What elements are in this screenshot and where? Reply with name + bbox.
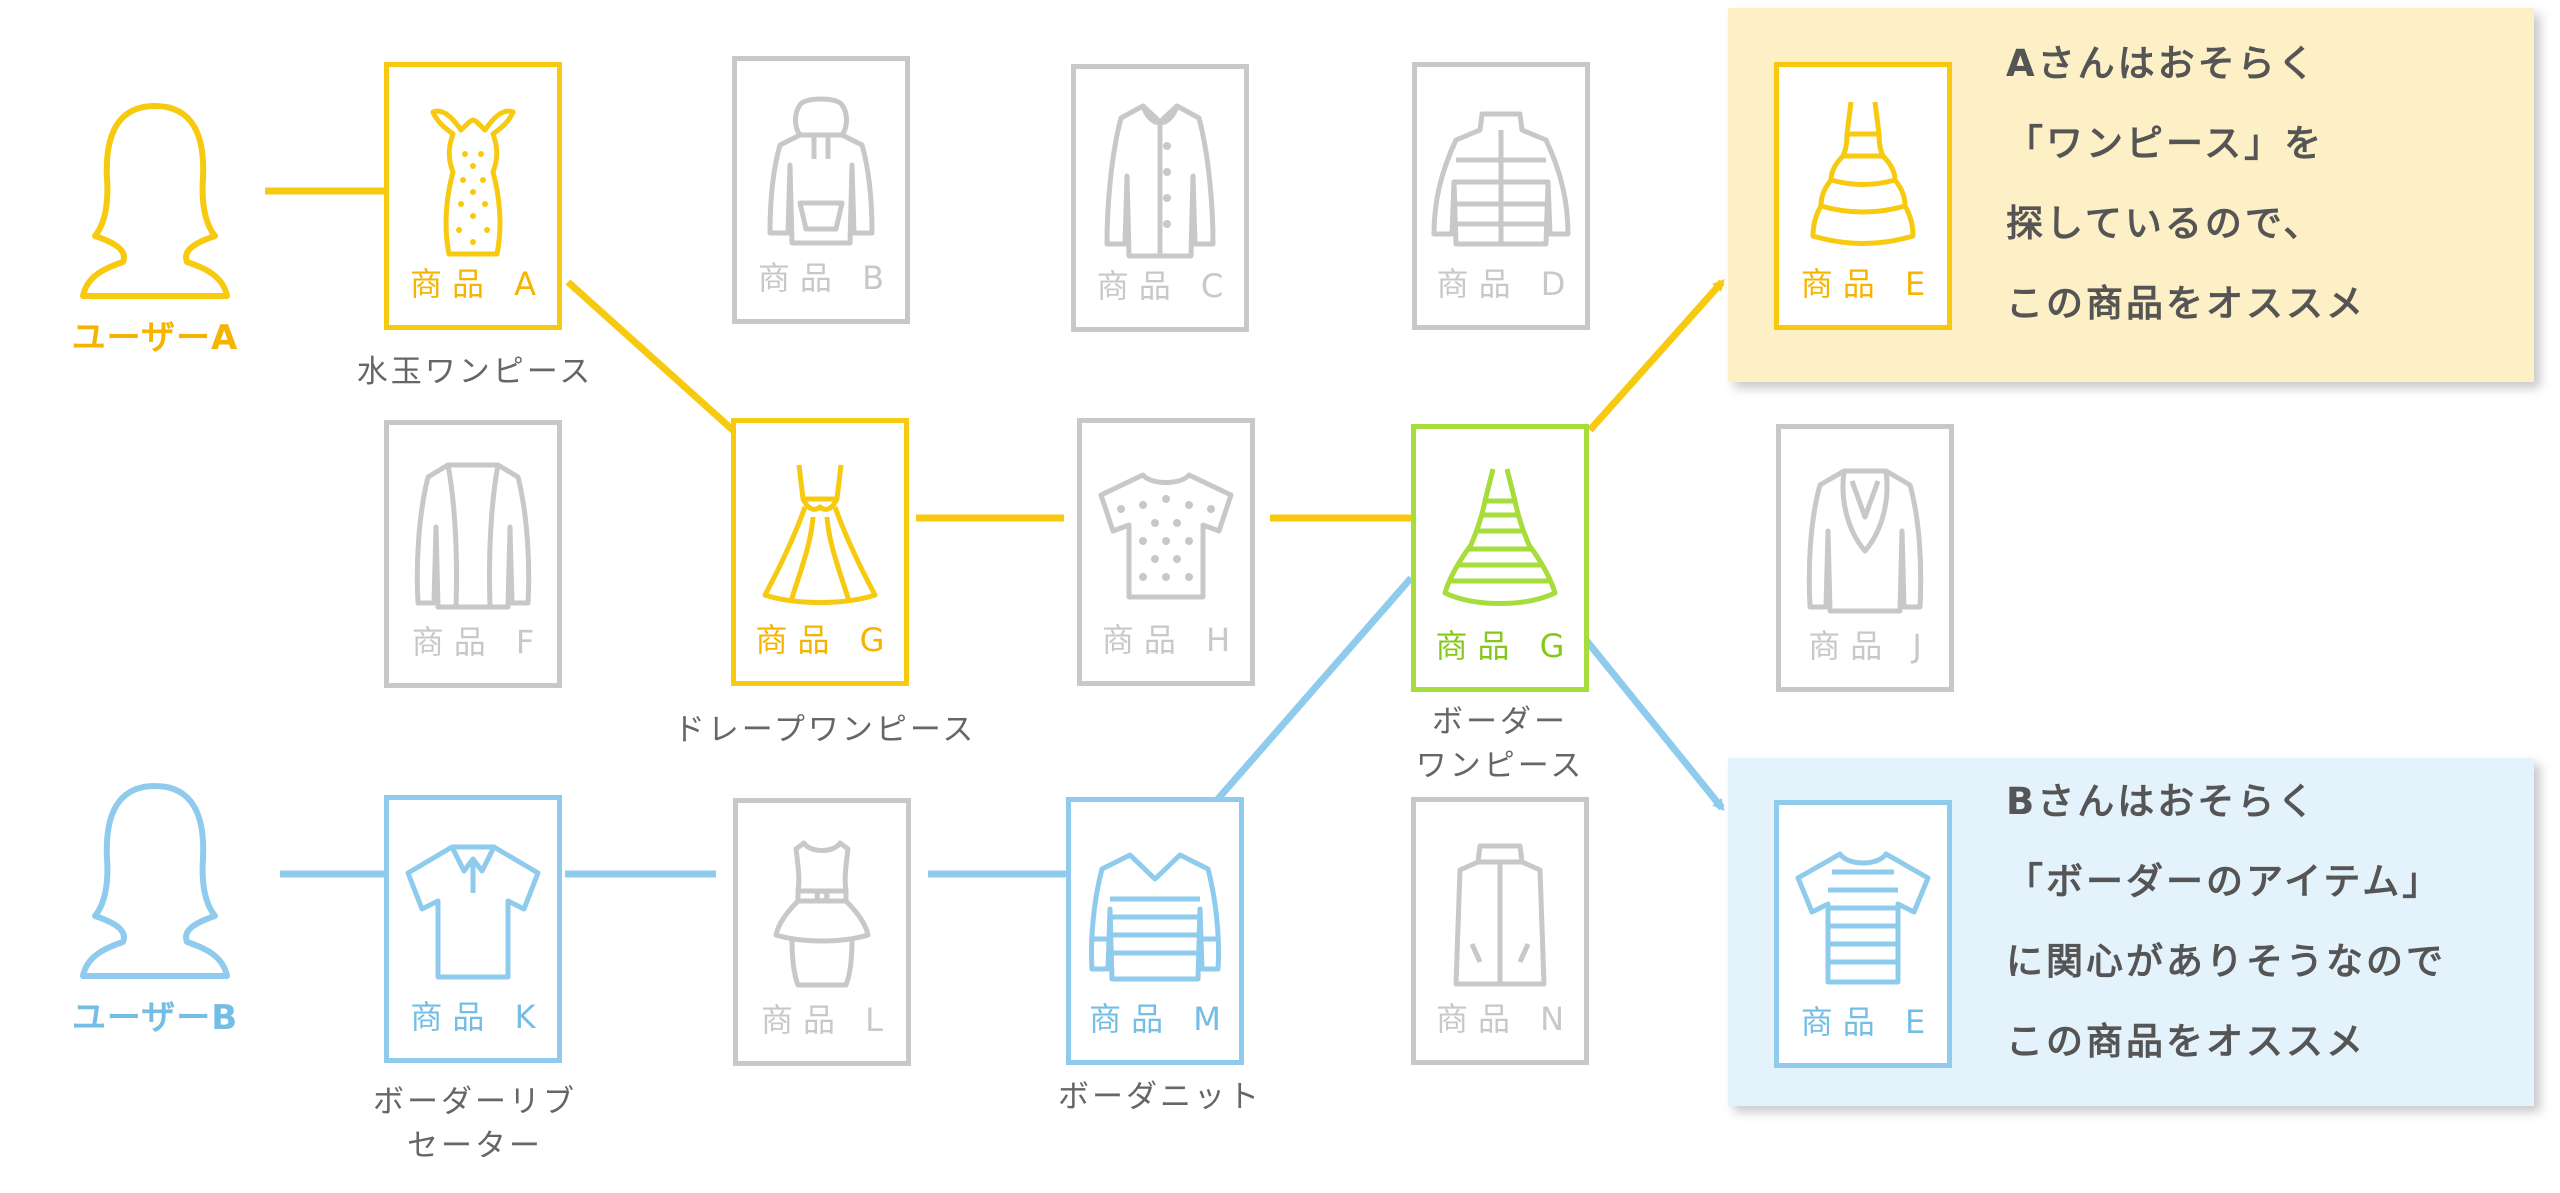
user-b: ユーザーB [25,780,285,1039]
product-card-g1[interactable]: 商品 G [731,418,909,686]
peplum-dress-icon [773,840,871,988]
user-a: ユーザーA [25,100,285,359]
product-k-name: ボーダーリブ セーター [345,1080,605,1168]
rec-b-line-2: 「ボーダーのアイテム」 [2006,860,2443,903]
line-m-to-g2 [1214,575,1414,803]
rec-a-line-1: Aさんはおそらく [2006,42,2318,85]
line-a-to-g1 [565,279,738,435]
product-k-label: 商品 K [410,998,546,1036]
product-card-j[interactable]: 商品 J [1776,424,1954,692]
product-n-label: 商品 N [1435,1000,1575,1038]
recommended-product-b-label: 商品 E [1800,1003,1936,1041]
recommendation-panel-b: 商品 E Bさんはおそらく 「ボーダーのアイテム」 に関心がありそうなので この… [1728,758,2534,1106]
rec-a-line-3: 探しているので、 [2006,202,2324,245]
user-silhouette-icon [80,783,230,979]
rec-a-line-2: 「ワンピース」を [2006,122,2325,165]
product-k-name-line2: セーター [407,1128,543,1164]
product-h-label: 商品 H [1101,621,1241,659]
arrow-g2-to-rec-a [1587,279,1725,433]
rec-b-line-1: Bさんはおそらく [2006,780,2318,823]
rec-a-line-4: この商品をオススメ [2006,282,2366,325]
rec-b-line-3: に関心がありそうなので [2006,940,2446,983]
user-b-label: ユーザーB [71,998,239,1038]
recommendation-text-a: Aさんはおそらく 「ワンピース」を 探しているので、 この商品をオススメ [2006,24,2366,344]
arrow-g2-to-rec-b [1583,637,1725,812]
recommendation-text-b: Bさんはおそらく 「ボーダーのアイテム」 に関心がありそうなので この商品をオス… [2006,762,2446,1082]
user-silhouette-icon [80,103,230,299]
product-g1-name: ドレープワンピース [673,712,977,748]
product-f-label: 商品 F [411,623,545,661]
product-g2-label: 商品 G [1435,627,1575,665]
vest-icon [1453,843,1547,987]
down-jacket-icon [1431,111,1571,247]
product-card-h[interactable]: 商品 H [1077,418,1255,686]
rec-b-line-4: この商品をオススメ [2006,1020,2366,1063]
striped-dress-icon [1442,468,1558,606]
striped-knit-icon [1088,852,1222,982]
product-g1-label: 商品 G [755,621,895,659]
product-card-f[interactable]: 商品 F [384,420,562,688]
recommended-product-a-label: 商品 E [1800,265,1936,303]
recommended-product-card-b[interactable]: 商品 E [1774,800,1952,1068]
product-j-label: 商品 J [1808,627,1932,665]
product-g2-name-line1: ボーダー [1432,704,1568,740]
product-card-l[interactable]: 商品 L [733,798,911,1066]
polo-shirt-icon [405,844,541,980]
product-card-k[interactable]: 商品 K [384,795,562,1063]
product-d-label: 商品 D [1436,265,1576,303]
polka-dot-tshirt-icon [1098,472,1234,600]
product-card-d[interactable]: 商品 D [1412,62,1590,330]
product-a-label: 商品 A [409,265,547,303]
recommendation-panel-a: 商品 E Aさんはおそらく 「ワンピース」を 探しているので、 この商品をオスス… [1728,8,2534,382]
product-k-name-line1: ボーダーリブ [373,1084,577,1120]
product-card-g2[interactable]: 商品 G [1411,424,1589,692]
product-card-m[interactable]: 商品 M [1066,797,1244,1065]
cardigan-icon [414,462,532,610]
product-m-label: 商品 M [1089,1000,1231,1038]
product-a-name: 水玉ワンピース [356,354,594,390]
striped-tshirt-icon [1795,851,1931,985]
product-m-name: ボーダニット [1058,1079,1262,1115]
ruffle-dress-icon [1810,101,1916,246]
user-a-label: ユーザーA [71,318,239,358]
recommended-product-card-a[interactable]: 商品 E [1774,62,1952,330]
product-g2-name: ボーダー ワンピース [1380,700,1620,788]
coat-icon [1104,103,1216,259]
product-card-b[interactable]: 商品 B [732,56,910,324]
product-card-c[interactable]: 商品 C [1071,64,1249,332]
drape-dress-icon [762,464,878,605]
product-c-label: 商品 C [1096,267,1234,305]
product-card-a[interactable]: 商品 A [384,62,562,330]
polka-dot-dress-icon [430,108,516,257]
jacket-icon [1806,468,1924,614]
product-g2-name-line2: ワンピース [1415,748,1585,784]
product-card-n[interactable]: 商品 N [1411,797,1589,1065]
product-b-label: 商品 B [757,259,895,297]
hoodie-icon [767,96,875,246]
product-l-label: 商品 L [760,1001,893,1039]
